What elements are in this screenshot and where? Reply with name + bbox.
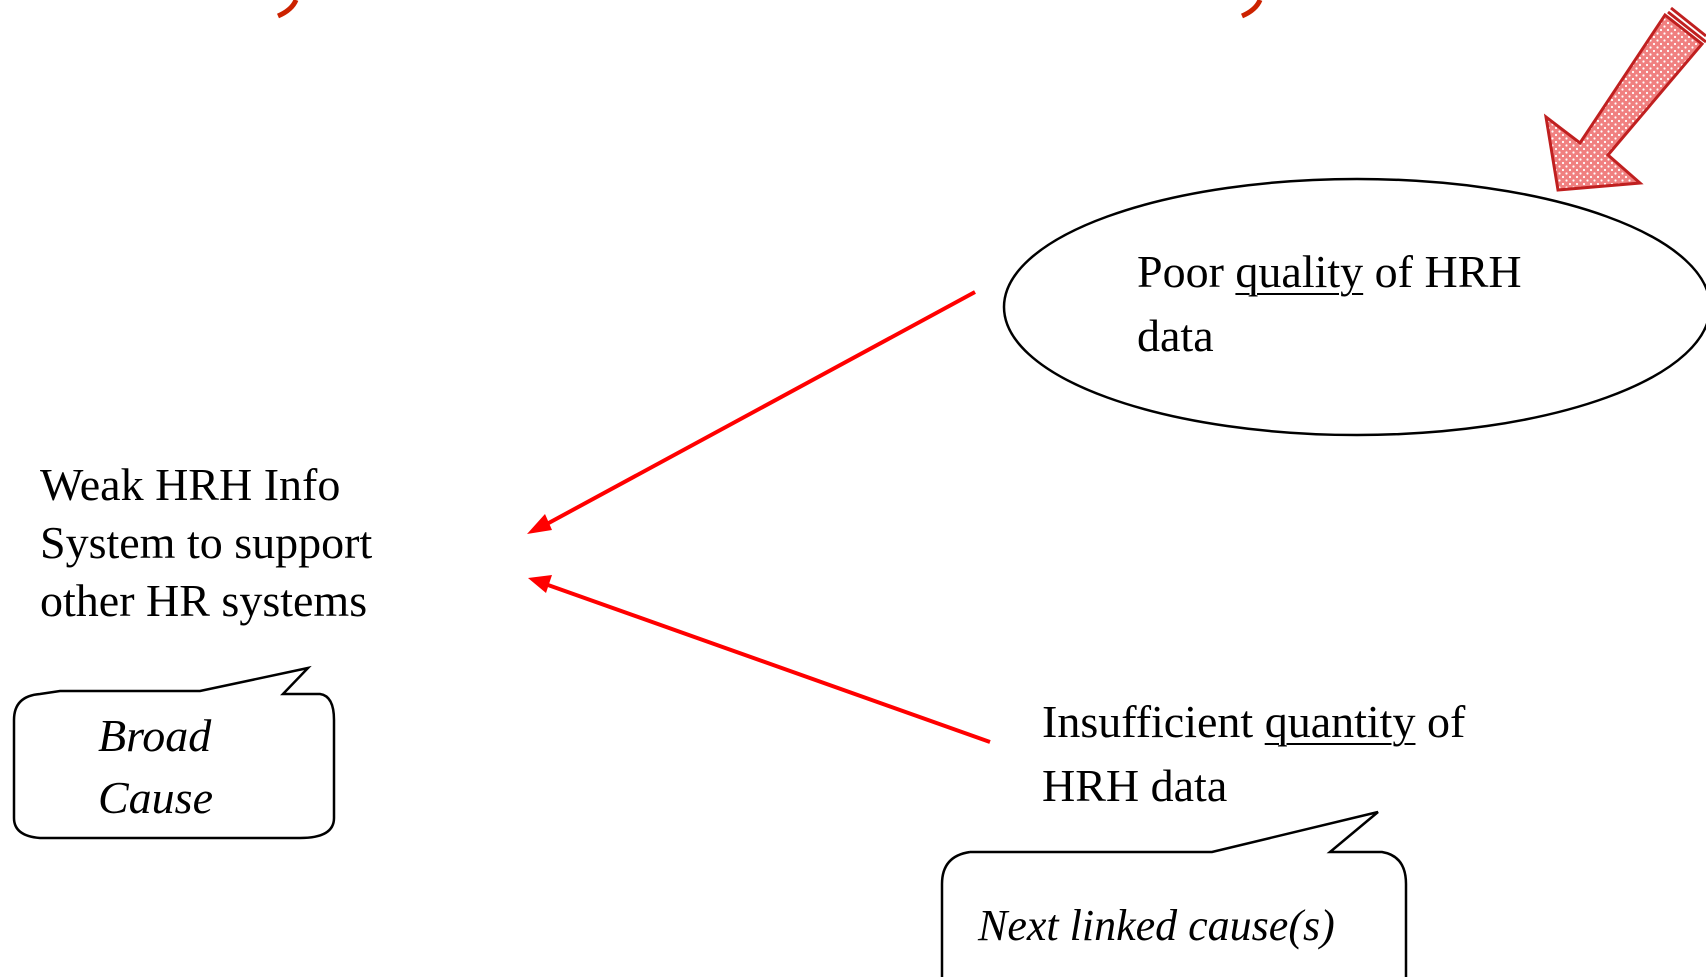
next-linked-cause-label: Next linked cause(s): [978, 901, 1335, 950]
title-fragment-right: [1240, 0, 1263, 19]
quality-line-2: data: [1137, 310, 1214, 361]
broad-cause-node: Weak HRH Info System to support other HR…: [40, 456, 372, 630]
quality-node: Poor quality of HRH data: [1137, 240, 1522, 368]
title-fragment-left: [276, 0, 299, 19]
quantity-underlined-word: quantity: [1264, 696, 1416, 747]
broad-cause-label-line-1: Broad: [98, 710, 212, 761]
broad-cause-line-2: System to support: [40, 517, 373, 568]
arrow-quantity-to-broad: [528, 575, 991, 744]
next-linked-cause-callout: [940, 810, 1408, 977]
quality-prefix: Poor: [1137, 246, 1236, 297]
broad-cause-callout: [12, 665, 336, 840]
quantity-line-2: HRH data: [1042, 760, 1228, 811]
down-left-dotted-arrow-icon: [1543, 6, 1706, 192]
broad-cause-label-line-2: Cause: [98, 772, 213, 823]
quantity-node: Insufficient quantity of HRH data: [1042, 690, 1465, 818]
quality-underlined-word: quality: [1235, 246, 1364, 297]
broad-cause-line-3: other HR systems: [40, 575, 368, 626]
broad-cause-label: Broad Cause: [98, 705, 213, 829]
quality-suffix: of HRH: [1363, 246, 1522, 297]
quantity-prefix: Insufficient: [1042, 696, 1265, 747]
arrow-quality-to-broad: [527, 290, 976, 534]
quantity-suffix: of: [1415, 696, 1466, 747]
quality-line-1: Poor quality of HRH: [1137, 240, 1522, 304]
broad-cause-line-1: Weak HRH Info: [40, 459, 341, 510]
quantity-line-1: Insufficient quantity of: [1042, 690, 1465, 754]
quality-ellipse: [1002, 177, 1706, 437]
